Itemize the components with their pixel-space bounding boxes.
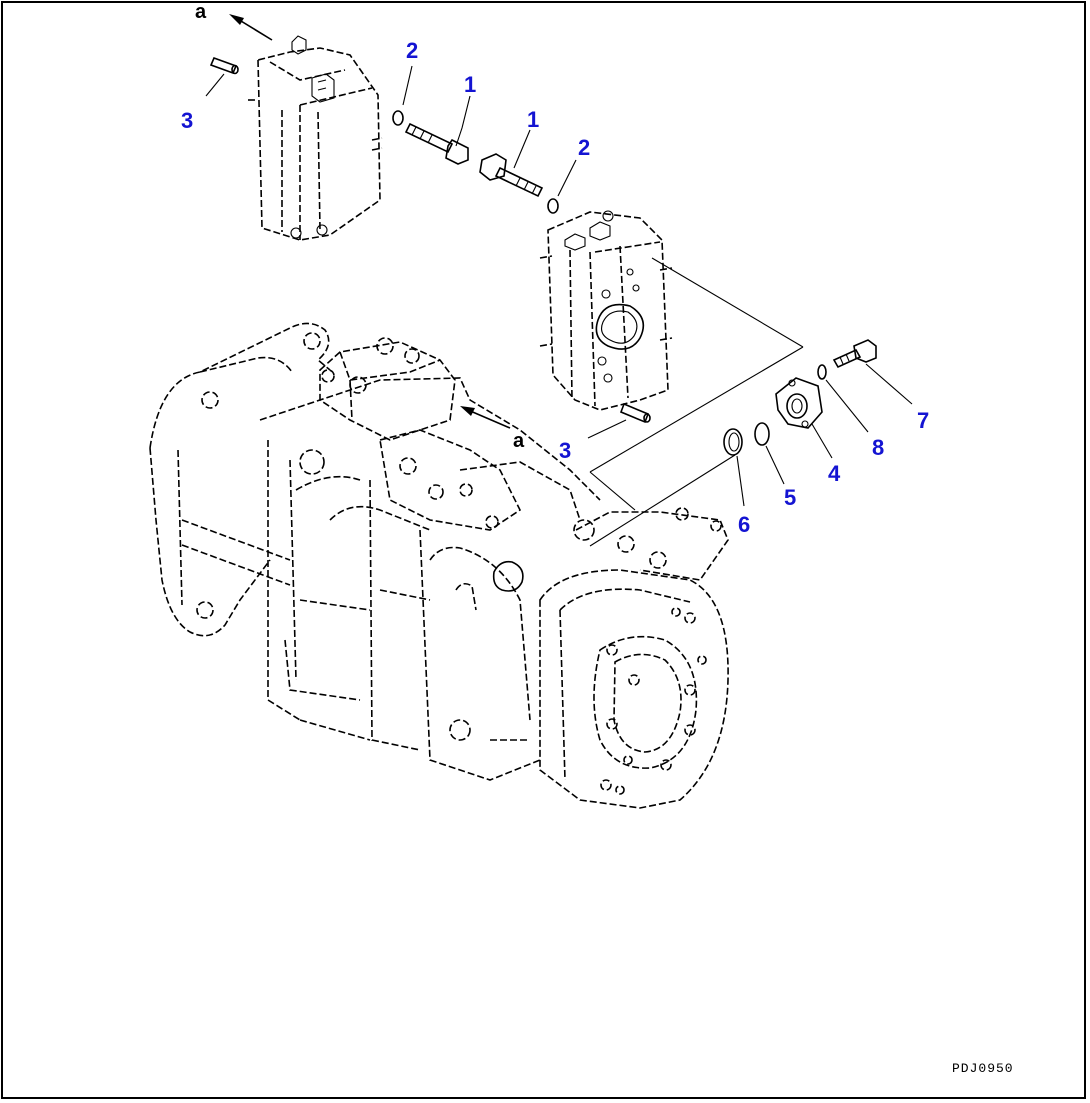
valve-block-left bbox=[248, 35, 383, 241]
valve-block-right bbox=[539, 210, 673, 411]
pin-lower bbox=[587, 402, 651, 439]
bolt-upper-right bbox=[479, 129, 544, 198]
seal-ring bbox=[723, 428, 745, 507]
o-ring-upper-left bbox=[392, 65, 413, 126]
callout-1-right: 1 bbox=[527, 107, 539, 132]
callout-8: 8 bbox=[872, 435, 884, 460]
callout-1-left: 1 bbox=[464, 72, 476, 97]
callout-2-right: 2 bbox=[578, 135, 590, 160]
pin-upper-left bbox=[205, 56, 239, 97]
main-pump-body bbox=[149, 322, 729, 809]
callout-7: 7 bbox=[917, 408, 929, 433]
callout-5: 5 bbox=[784, 485, 796, 510]
bolt-upper-left bbox=[404, 95, 471, 165]
assembly-leader-lines bbox=[589, 257, 804, 547]
drawing-code: PDJ0950 bbox=[952, 1061, 1014, 1076]
o-ring-small bbox=[754, 422, 785, 485]
callout-2-left: 2 bbox=[406, 38, 418, 63]
o-ring-upper-right bbox=[547, 159, 577, 214]
direction-arrow-middle bbox=[460, 406, 511, 429]
direction-arrow-top bbox=[229, 14, 273, 41]
callout-6: 6 bbox=[738, 512, 750, 537]
flange bbox=[775, 377, 833, 459]
callout-3-lower: 3 bbox=[559, 438, 571, 463]
direction-label-top: a bbox=[195, 1, 207, 23]
callout-3-upper: 3 bbox=[181, 108, 193, 133]
flange-bolt bbox=[832, 339, 913, 405]
direction-label-middle: a bbox=[513, 430, 525, 452]
spring-washer bbox=[817, 364, 869, 433]
callout-4: 4 bbox=[828, 461, 841, 486]
